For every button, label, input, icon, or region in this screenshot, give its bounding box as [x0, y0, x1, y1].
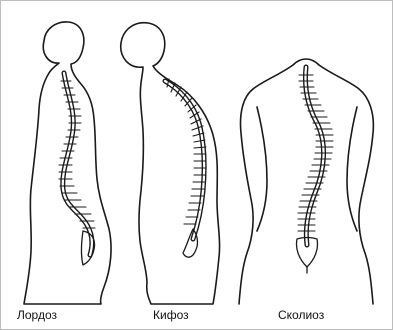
- kyphosis-sacrum: [183, 229, 198, 257]
- kyphosis-figure: [121, 23, 220, 304]
- lordosis-vertebrae: [59, 81, 95, 228]
- scoliosis-right-arm: [347, 107, 357, 231]
- scoliosis-figure: [239, 59, 373, 304]
- scoliosis-label: Сколиоз: [278, 308, 324, 322]
- kyphosis-label: Кифоз: [153, 308, 189, 322]
- lordosis-label: Лордоз: [17, 308, 57, 322]
- scoliosis-vertebrae: [298, 75, 333, 231]
- lordosis-figure: [24, 22, 111, 304]
- scoliosis-left-arm: [257, 107, 267, 231]
